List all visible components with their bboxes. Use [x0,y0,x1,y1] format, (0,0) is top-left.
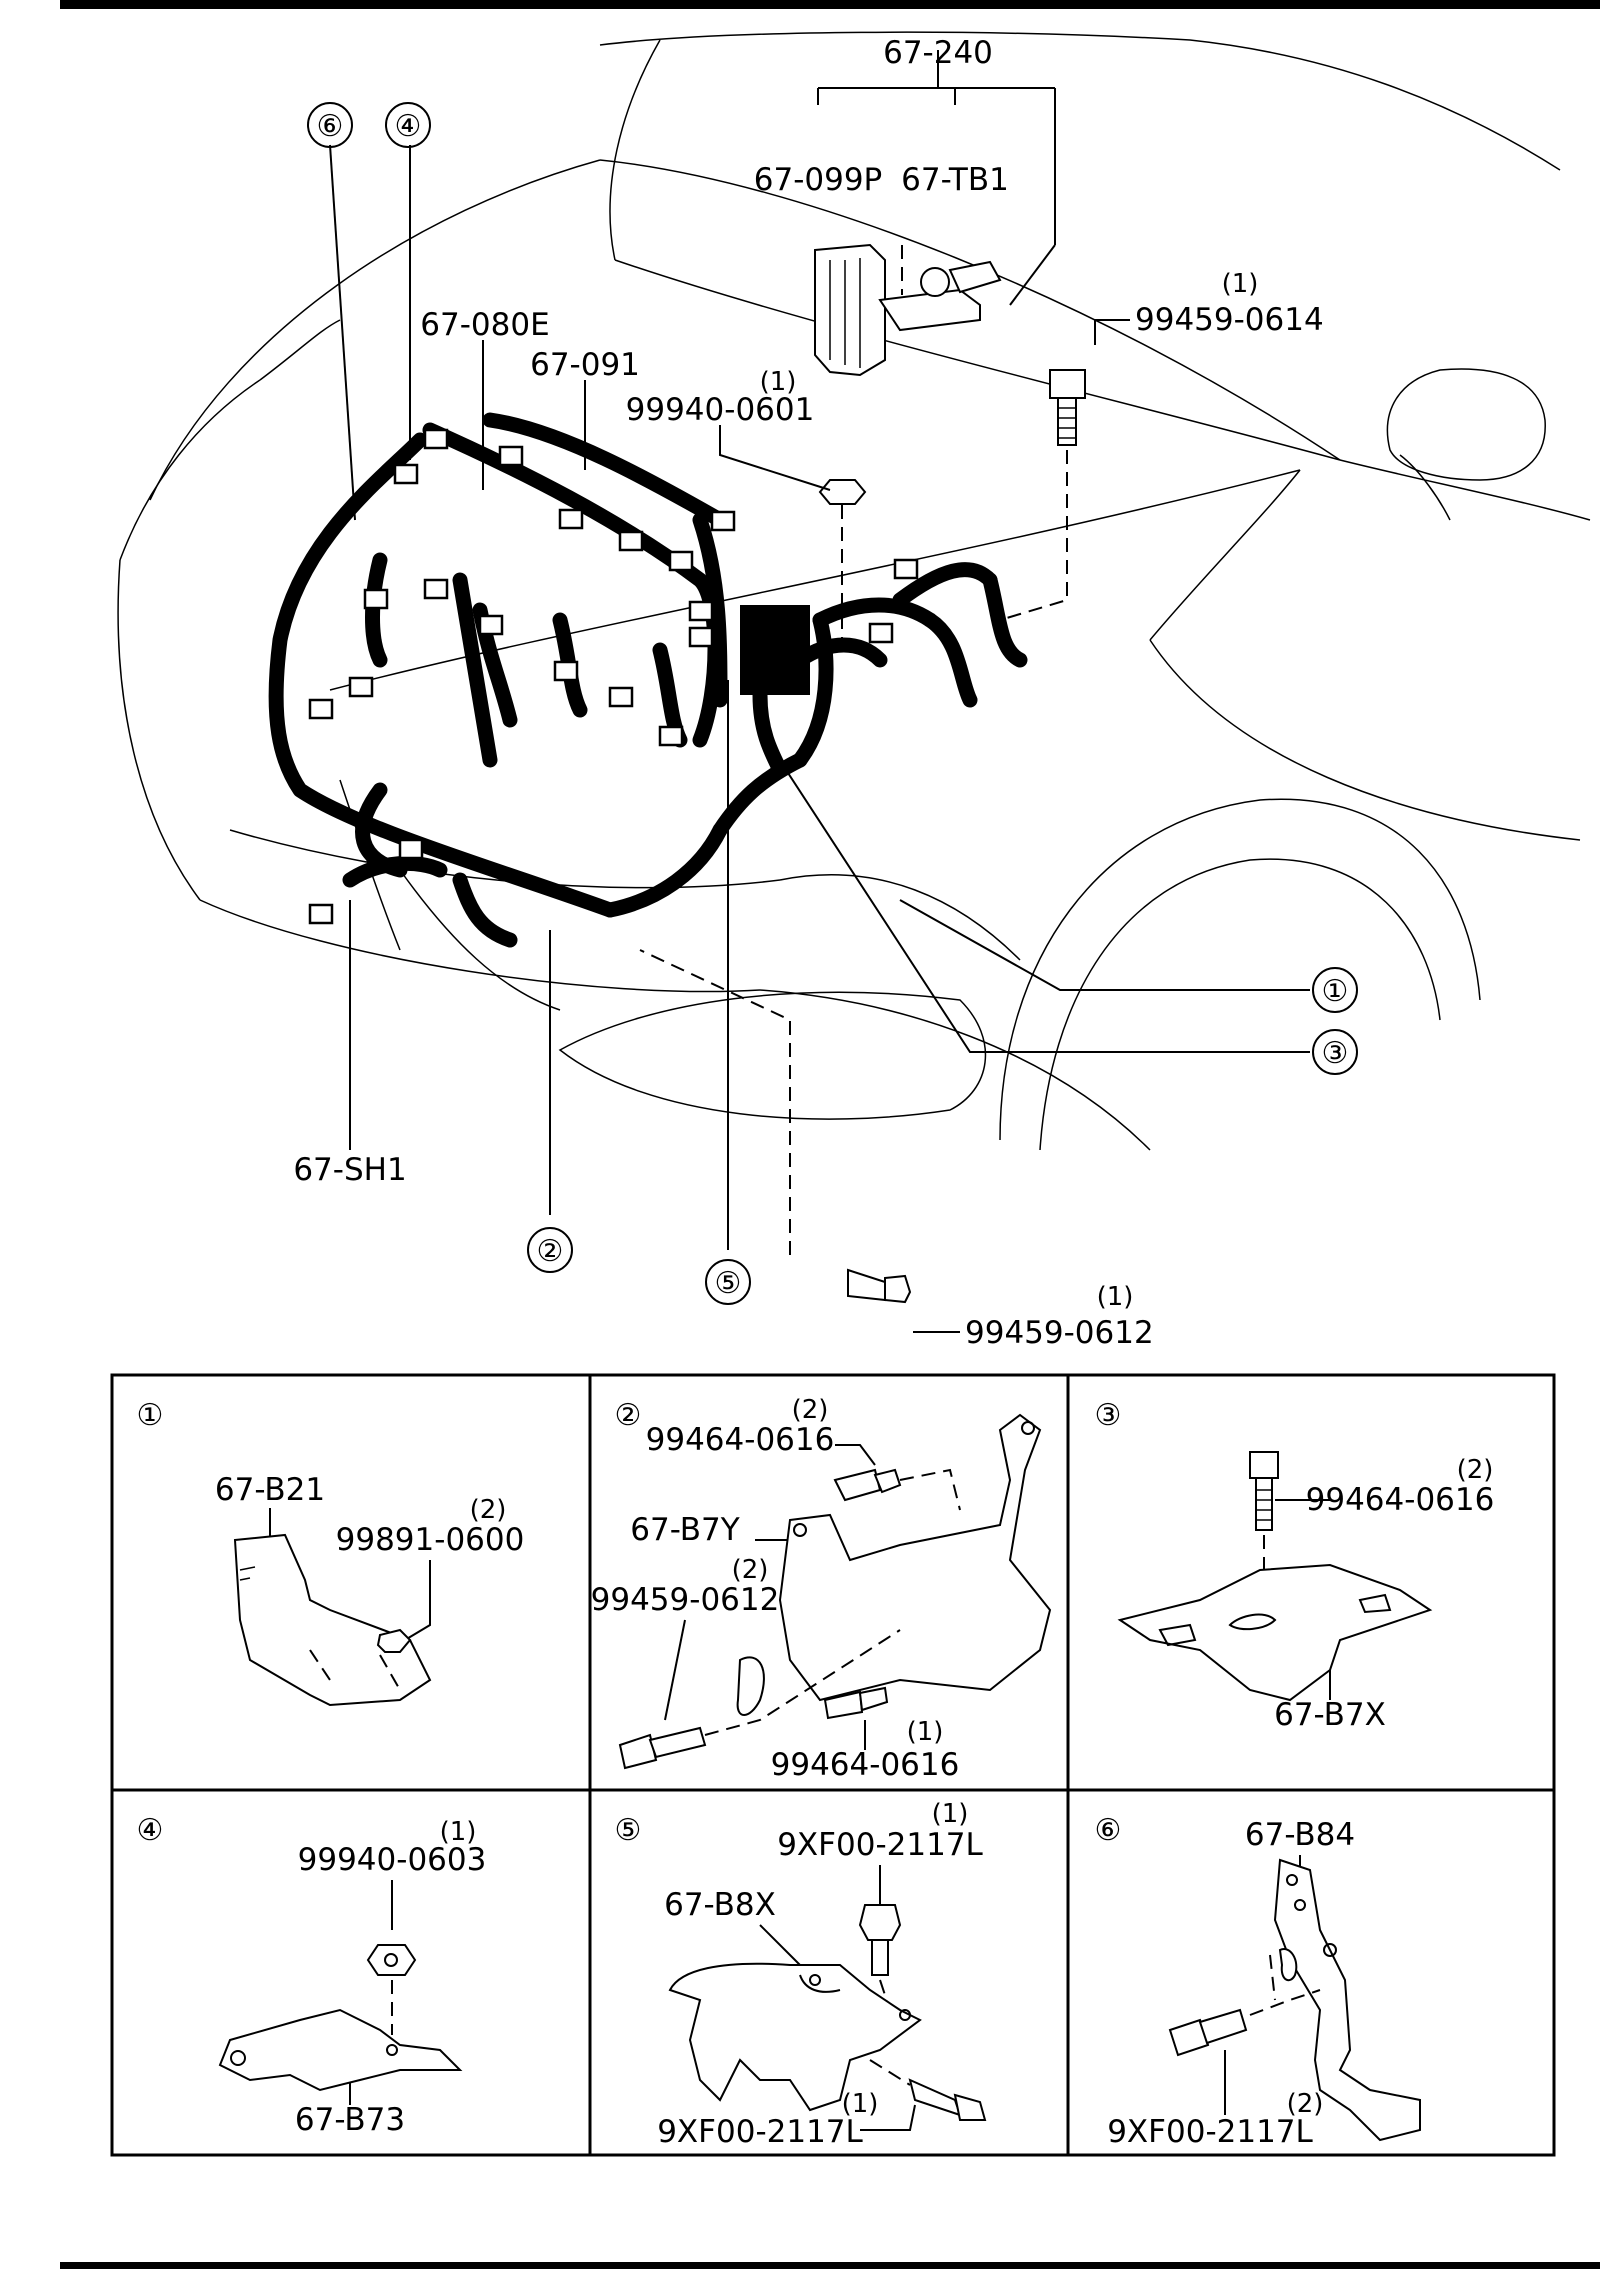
connector [710,510,736,532]
callout-1: ① [1322,974,1349,1009]
connector [423,428,449,450]
svg-text:⑥: ⑥ [1095,1813,1122,1848]
connector [553,660,579,682]
part-label: 99464-0616 [771,1747,960,1783]
connector [398,838,424,860]
part-label: 9XF00-2117L [657,2114,863,2150]
connector [868,622,894,644]
part-qty: (1) [907,1717,944,1747]
label-67-099P: 67-099P [754,162,883,198]
bracket-label: 67-B84 [1245,1817,1355,1853]
connector [893,558,919,580]
connector [688,626,714,648]
qty-99459-0614: (1) [1222,269,1259,299]
part-qty: (1) [842,2089,879,2119]
callout-circles [307,102,1358,1305]
connector [668,550,694,572]
part-qty: (2) [1457,1455,1494,1485]
connector [308,903,334,925]
callout-3: ③ [1322,1036,1349,1071]
fuse-box [740,605,810,695]
connector [558,508,584,530]
connector [363,588,389,610]
callout-2: ② [537,1234,564,1269]
part-qty: (1) [440,1817,477,1847]
bolt-99459-0614 [999,369,1086,621]
connector [308,698,334,720]
detail-1: ① 67-B21 (2) 99891-0600 [137,1398,525,1707]
label-99940-0601: 99940-0601 [626,392,815,428]
part-qty: (2) [470,1495,507,1525]
label-99459-0614: 99459-0614 [1135,302,1324,338]
label-67-TB1: 67-TB1 [901,162,1009,198]
connector [688,600,714,622]
engine-wiring-harness [268,412,1028,948]
part-qty: (2) [1287,2089,1324,2119]
detail-3: ③ (2) 99464-0616 67-B7X [1095,1398,1495,1733]
part-qty: (2) [732,1555,769,1585]
label-67-091: 67-091 [530,347,640,383]
detail-6: ⑥ 67-B84 (2) 9XF00-2117L [1095,1813,1421,2150]
detail-grid [110,1373,1556,2157]
part-label: 99464-0616 [1306,1482,1495,1518]
connector [608,686,634,708]
part-qty: (1) [932,1799,969,1829]
part-label: 99459-0612 [591,1582,780,1618]
connector [393,463,419,485]
svg-text:⑤: ⑤ [615,1813,642,1848]
part-label: 9XF00-2117L [1107,2114,1313,2150]
bracket-label: 67-B21 [215,1472,325,1508]
bracket-label: 67-B7X [1274,1697,1386,1733]
label-99459-0612: 99459-0612 [965,1315,1154,1351]
module-and-terminal [814,243,1002,377]
svg-text:③: ③ [1095,1398,1122,1433]
part-label: 99940-0603 [298,1842,487,1878]
connector [423,578,449,600]
bracket-label: 67-B7Y [630,1512,740,1548]
detail-4: ④ (1) 99940-0603 67-B73 [137,1813,487,2138]
bottom-rule [60,2262,1600,2269]
part-label: 99464-0616 [646,1422,835,1458]
detail-2: ② (2) 99464-0616 67-B7Y (2) 99459-0612 (… [591,1395,1052,1783]
bracket-label: 67-B73 [295,2102,405,2138]
callout-5: ⑤ [715,1266,742,1301]
nut-99940-0601 [818,479,867,640]
vehicle-outline [117,31,1591,1151]
bolt-99459-0612 [639,949,912,1304]
part-qty: (2) [792,1395,829,1425]
connector [658,725,684,747]
svg-text:②: ② [615,1398,642,1433]
callout-4: ④ [395,109,422,144]
bracket-label: 67-B8X [664,1887,776,1923]
svg-text:④: ④ [137,1813,164,1848]
top-rule [60,0,1600,9]
part-label: 99891-0600 [336,1522,525,1558]
svg-text:①: ① [137,1398,164,1433]
label-67-SH1: 67-SH1 [293,1152,406,1188]
label-67-240: 67-240 [883,35,993,71]
connector [618,530,644,552]
connector [478,614,504,636]
part-label: 9XF00-2117L [777,1827,983,1863]
leader-lines [329,50,1310,1333]
connector [348,676,374,698]
connector [498,445,524,467]
detail-5: ⑤ (1) 9XF00-2117L 67-B8X (1) 9XF00-2117L [615,1799,987,2150]
qty-99940-0601: (1) [760,367,797,397]
qty-99459-0612: (1) [1097,1282,1134,1312]
callout-6: ⑥ [317,109,344,144]
label-67-080E: 67-080E [420,307,549,343]
